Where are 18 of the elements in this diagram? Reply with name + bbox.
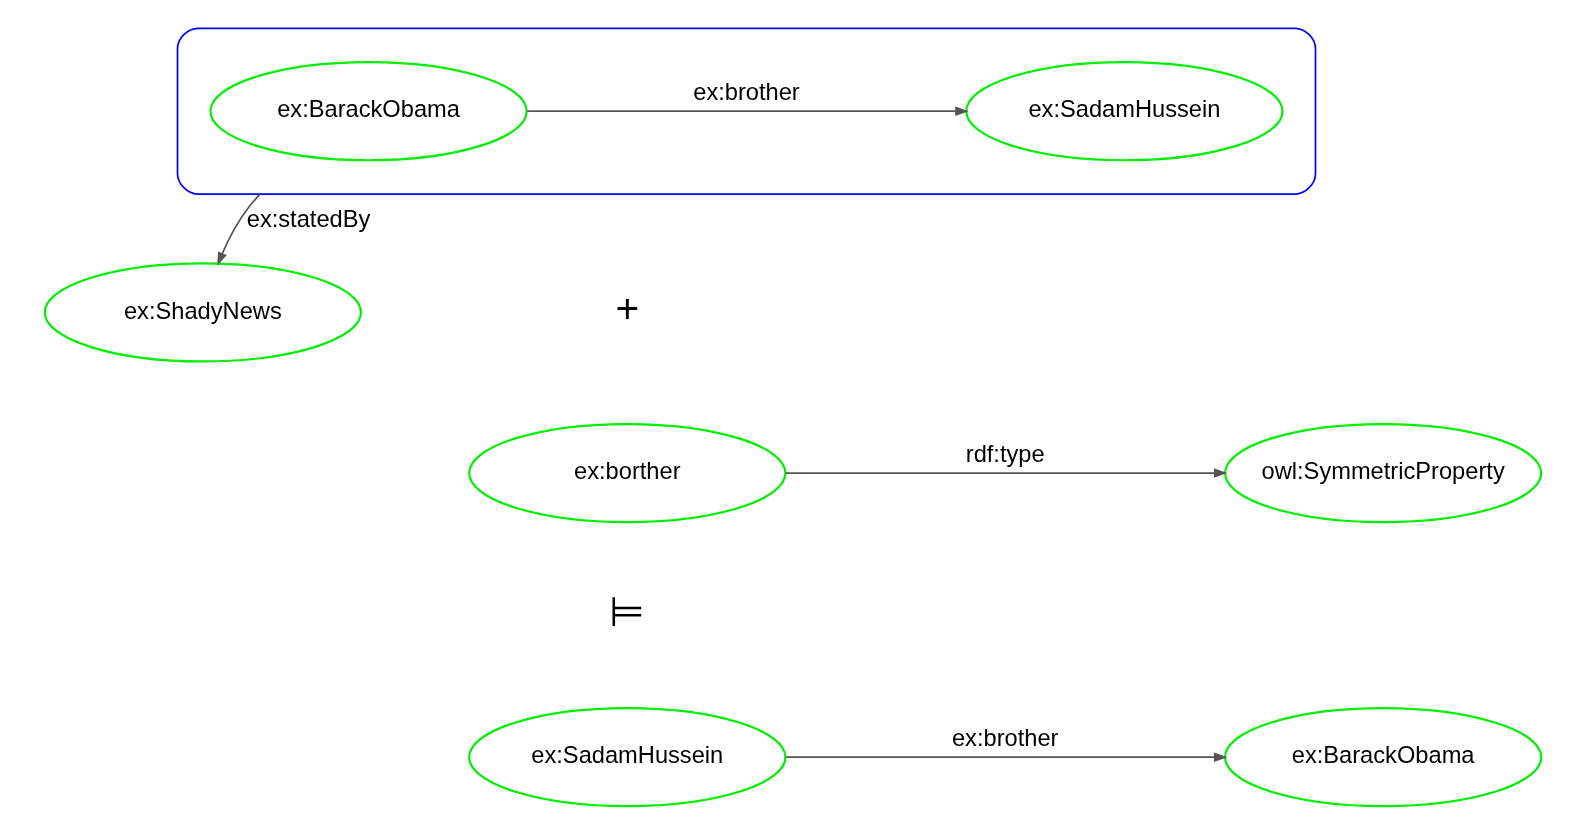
arrow <box>216 193 261 266</box>
node-ellipse: ex:SadamHussein <box>467 707 786 808</box>
node-ellipse: ex:BarackObama <box>1223 707 1542 808</box>
label: + <box>614 285 639 332</box>
edge-label: ex:brother <box>951 724 1058 751</box>
arrow <box>525 106 969 116</box>
node-ellipse: ex:borther <box>467 422 786 524</box>
label: ⊨ <box>608 588 645 635</box>
edge-label: ex:statedBy <box>246 205 370 232</box>
node-ellipse: ex:BarackObama <box>208 61 528 162</box>
node-ellipse: ex:SadamHussein <box>964 61 1284 162</box>
cluster <box>176 27 1316 195</box>
node-ellipse: ex:ShadyNews <box>43 262 362 363</box>
edge-label: rdf:type <box>965 440 1045 467</box>
edge-label: ex:brother <box>692 78 800 105</box>
arrow <box>784 752 1227 762</box>
arrow <box>784 468 1227 478</box>
node-ellipse: owl:SymmetricProperty <box>1223 422 1542 524</box>
